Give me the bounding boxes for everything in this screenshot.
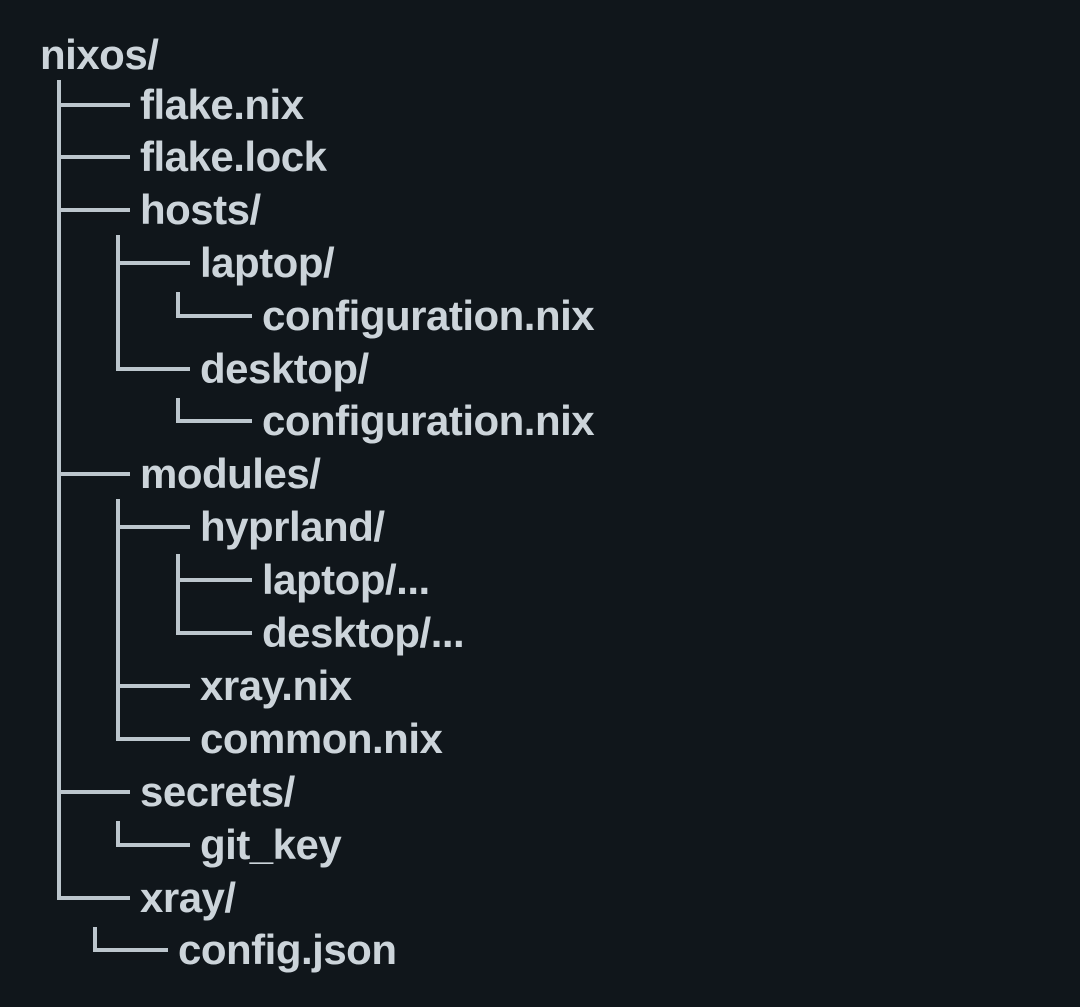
tree-trunk-line-modules bbox=[116, 499, 120, 741]
tree-elbow-line bbox=[93, 927, 97, 952]
tree-branch-line bbox=[116, 737, 190, 741]
tree-trunk-line-hyprland bbox=[176, 554, 180, 635]
tree-elbow-line bbox=[176, 292, 180, 318]
tree-branch-line bbox=[176, 314, 252, 318]
tree-node-hyprland-desktop: desktop/... bbox=[262, 607, 465, 659]
tree-node-label: secrets/ bbox=[140, 768, 295, 815]
tree-trunk-line-hosts bbox=[116, 235, 120, 371]
tree-node-label: flake.nix bbox=[140, 81, 304, 128]
tree-node-nixos: nixos/ bbox=[40, 29, 159, 81]
tree-branch-line bbox=[116, 261, 190, 265]
tree-elbow-line bbox=[176, 398, 180, 423]
tree-branch-line bbox=[176, 631, 252, 635]
tree-node-common-nix: common.nix bbox=[200, 713, 443, 765]
tree-node-label: xray/ bbox=[140, 874, 236, 921]
tree-branch-line bbox=[93, 948, 168, 952]
tree-node-hyprland: hyprland/ bbox=[200, 501, 385, 553]
tree-node-label: desktop/ bbox=[200, 345, 369, 392]
tree-node-label: xray.nix bbox=[200, 662, 352, 709]
tree-node-label: common.nix bbox=[200, 715, 443, 762]
tree-node-label: modules/ bbox=[140, 450, 321, 497]
tree-branch-line bbox=[116, 843, 190, 847]
tree-node-hosts: hosts/ bbox=[140, 184, 261, 236]
tree-node-label: hyprland/ bbox=[200, 503, 385, 550]
tree-node-flake-nix: flake.nix bbox=[140, 79, 304, 131]
tree-node-label: nixos/ bbox=[40, 31, 159, 78]
tree-node-git-key: git_key bbox=[200, 819, 342, 871]
tree-node-desktop: desktop/ bbox=[200, 343, 369, 395]
tree-node-label: desktop/... bbox=[262, 609, 465, 656]
tree-branch-line bbox=[57, 790, 130, 794]
tree-node-laptop: laptop/ bbox=[200, 237, 335, 289]
tree-branch-line bbox=[116, 367, 190, 371]
tree-trunk-line-root bbox=[57, 80, 61, 900]
tree-node-secrets: secrets/ bbox=[140, 766, 295, 818]
tree-branch-line bbox=[57, 208, 130, 212]
tree-branch-line bbox=[176, 578, 252, 582]
tree-node-label: config.json bbox=[178, 926, 397, 973]
tree-node-label: laptop/ bbox=[200, 239, 335, 286]
tree-branch-line bbox=[57, 155, 130, 159]
tree-node-modules: modules/ bbox=[140, 448, 321, 500]
tree-branch-line bbox=[57, 896, 130, 900]
tree-node-label: configuration.nix bbox=[262, 397, 595, 444]
tree-node-label: configuration.nix bbox=[262, 292, 595, 339]
tree-node-xray-nix: xray.nix bbox=[200, 660, 352, 712]
tree-node-label: hosts/ bbox=[140, 186, 261, 233]
tree-node-label: flake.lock bbox=[140, 133, 327, 180]
tree-branch-line bbox=[116, 525, 190, 529]
tree-node-xray: xray/ bbox=[140, 872, 236, 924]
tree-node-label: git_key bbox=[200, 821, 342, 868]
tree-node-label: laptop/... bbox=[262, 556, 430, 603]
tree-elbow-line bbox=[116, 821, 120, 847]
tree-branch-line bbox=[57, 103, 130, 107]
tree-node-hyprland-laptop: laptop/... bbox=[262, 554, 430, 606]
tree-branch-line bbox=[57, 472, 130, 476]
tree-node-flake-lock: flake.lock bbox=[140, 131, 327, 183]
tree-node-desktop-configuration: configuration.nix bbox=[262, 395, 595, 447]
tree-branch-line bbox=[176, 419, 252, 423]
tree-node-laptop-configuration: configuration.nix bbox=[262, 290, 595, 342]
tree-branch-line bbox=[116, 684, 190, 688]
tree-node-config-json: config.json bbox=[178, 924, 397, 976]
